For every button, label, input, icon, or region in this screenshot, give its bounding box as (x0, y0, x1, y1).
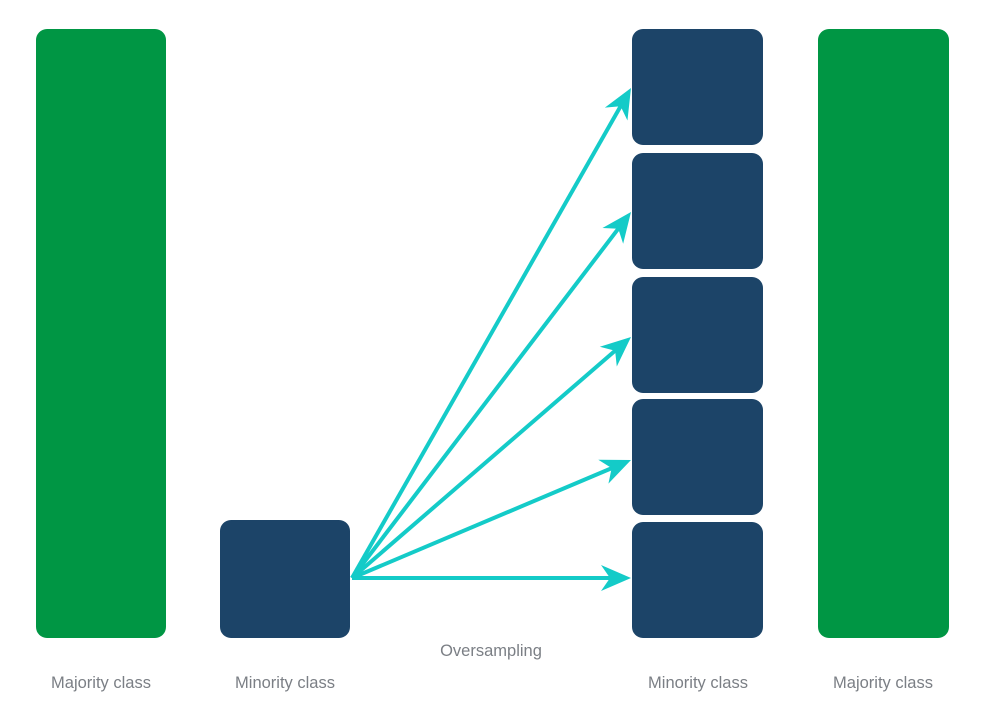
label-majority-after: Majority class (833, 674, 933, 692)
arrow-shaft-3 (350, 347, 619, 580)
arrow-5 (352, 565, 631, 591)
arrow-shaft-1 (350, 103, 624, 579)
arrow-2 (350, 212, 631, 580)
label-minority-after: Minority class (648, 674, 748, 692)
bar-minority-after-4 (632, 399, 763, 515)
arrow-4 (351, 459, 631, 580)
bar-majority-after-1 (818, 29, 949, 638)
arrow-3 (350, 337, 631, 580)
arrow-head-3 (599, 337, 631, 367)
arrow-shaft-4 (351, 465, 615, 580)
arrow-shaft-2 (350, 225, 622, 580)
arrow-head-4 (598, 459, 631, 484)
arrow-head-5 (601, 565, 631, 591)
arrow-head-1 (604, 88, 631, 121)
arrow-head-2 (602, 212, 631, 244)
bar-majority-before-1 (36, 29, 166, 638)
bar-minority-after-5 (632, 522, 763, 638)
label-minority-before: Minority class (235, 674, 335, 692)
label-majority-before: Majority class (51, 674, 151, 692)
arrow-1 (350, 88, 631, 579)
bar-minority-after-1 (632, 29, 763, 145)
bar-minority-after-2 (632, 153, 763, 269)
bar-minority-after-3 (632, 277, 763, 393)
bar-minority-before-1 (220, 520, 350, 638)
process-label-oversampling: Oversampling (440, 642, 542, 660)
